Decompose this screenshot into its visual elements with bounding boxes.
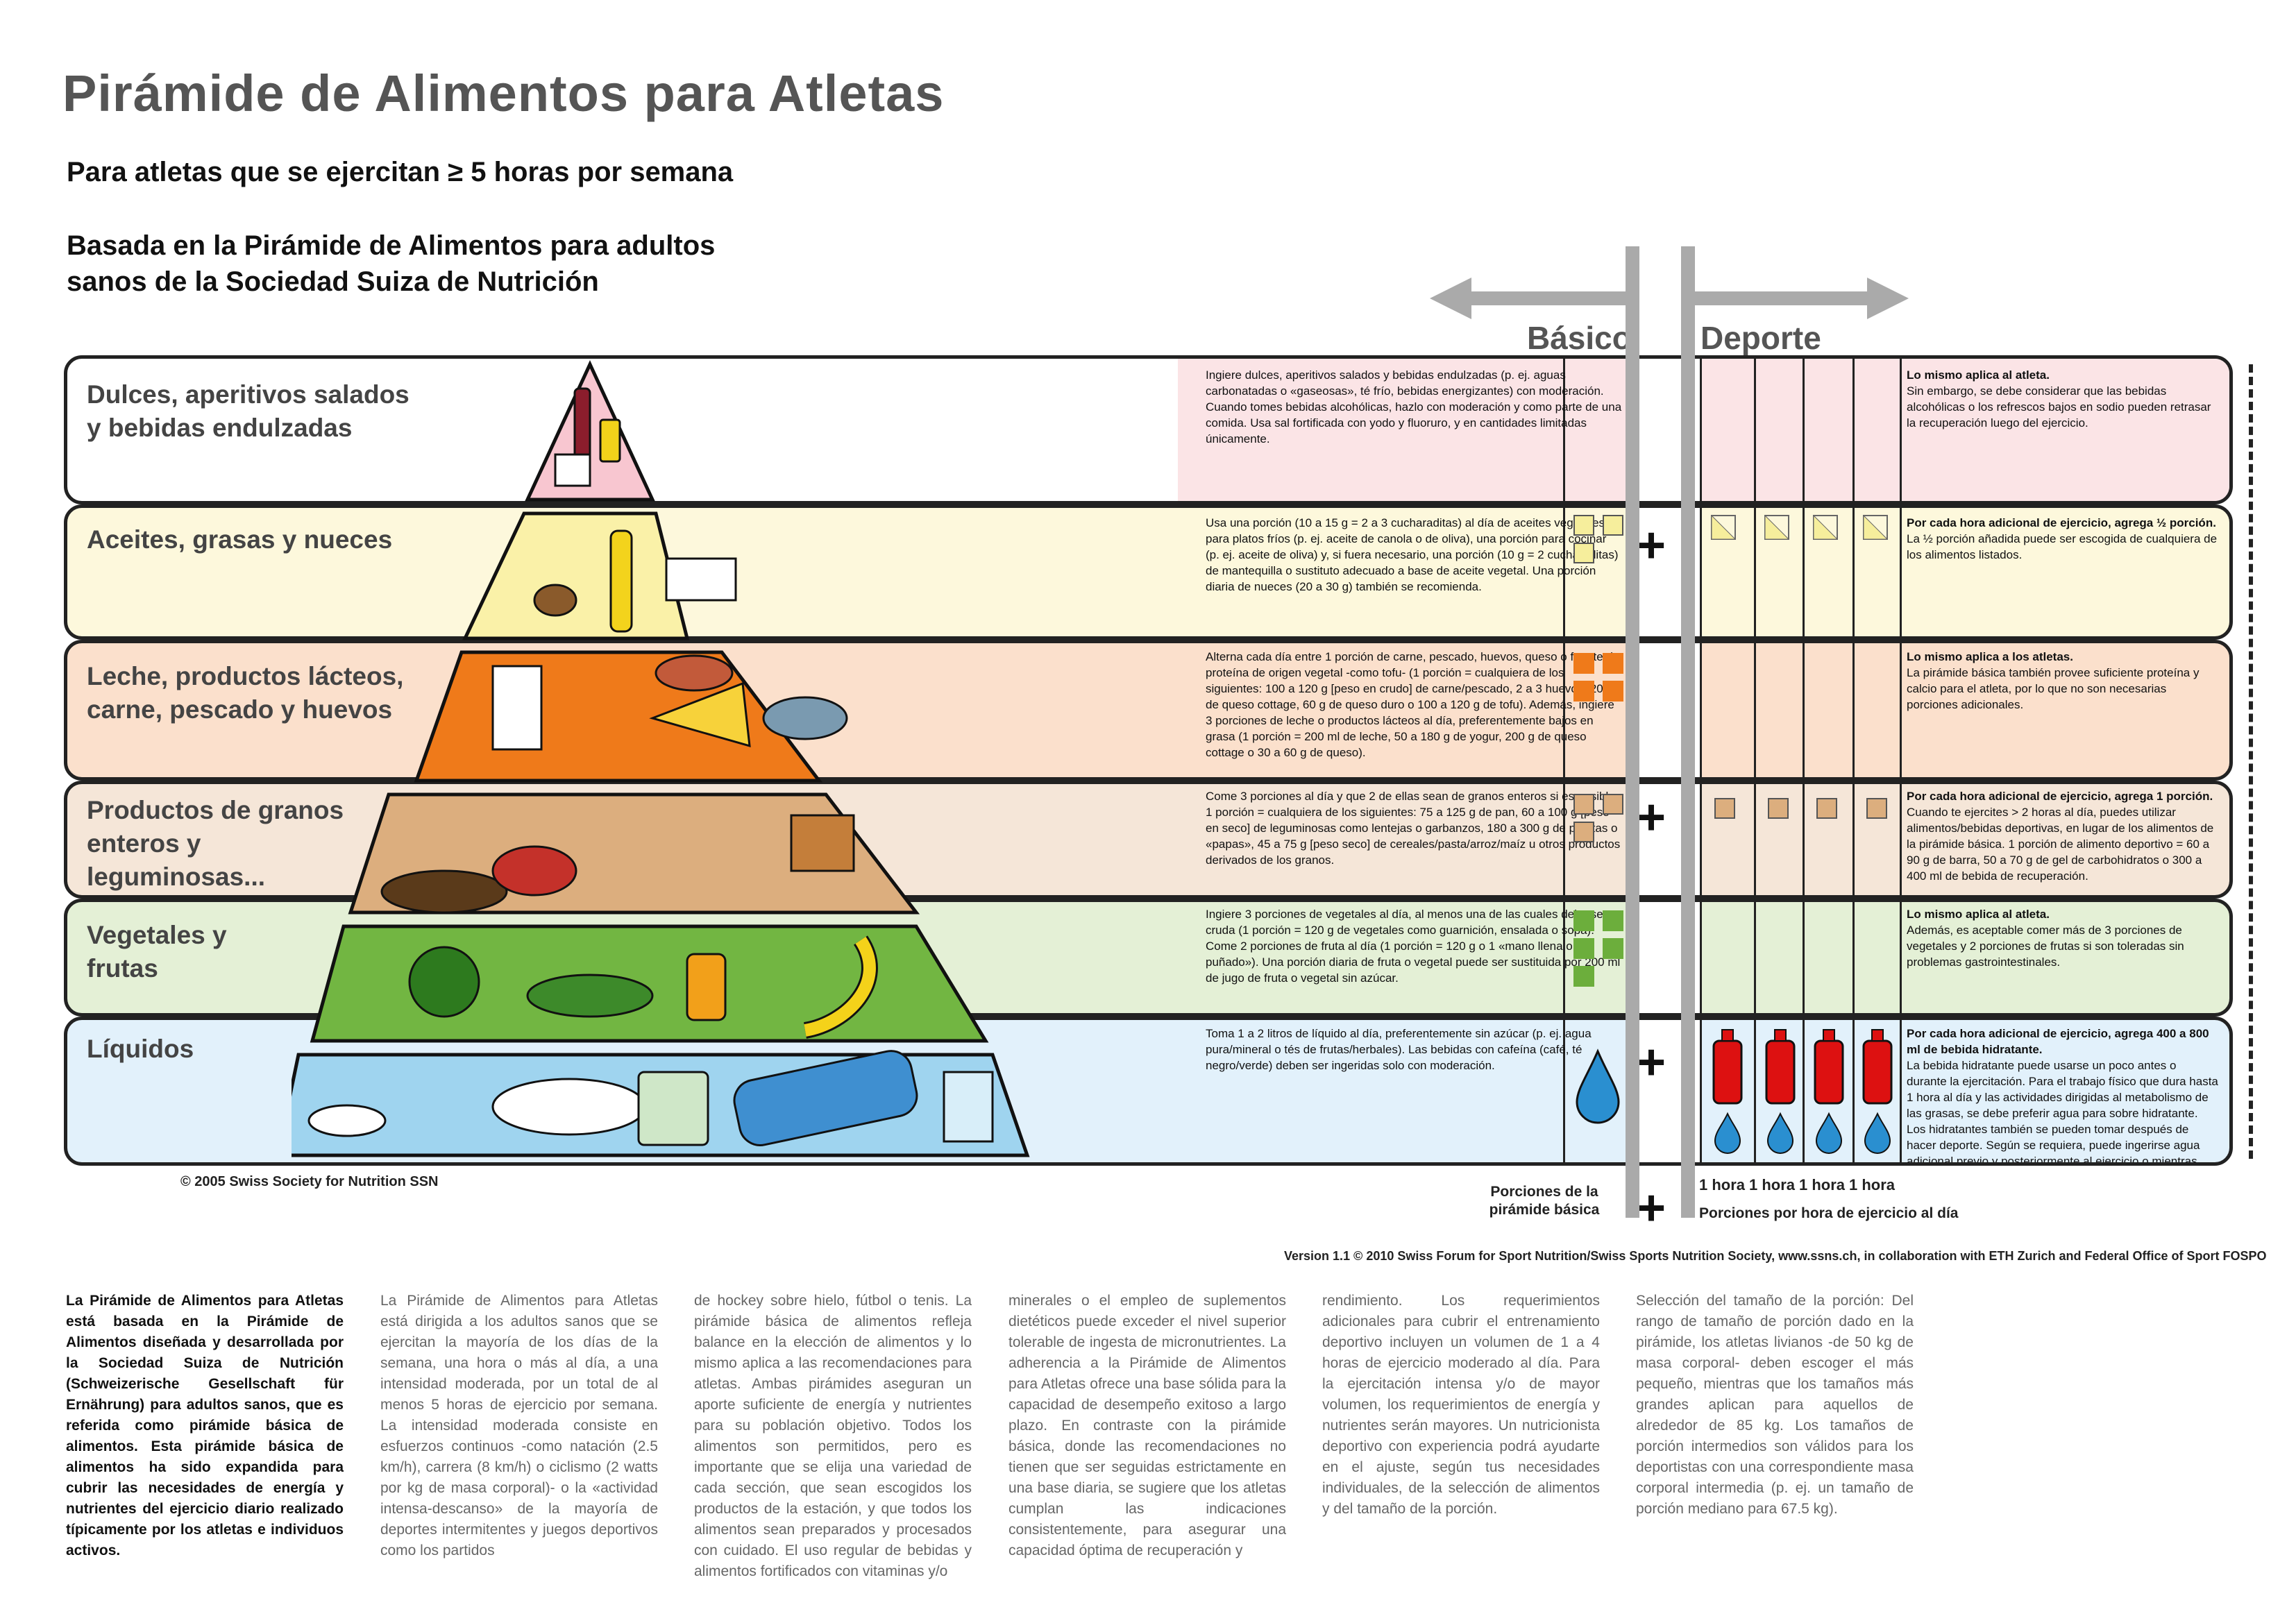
hour-label: 1 hora [1799,1176,1846,1193]
deporte-label: Deporte [1700,320,1821,356]
hour-label: 1 hora [1699,1176,1746,1193]
water-drop-icon [1576,1048,1620,1124]
plus-icon: + [1637,518,1666,573]
row-desc: Usa una porción (10 a 15 g = 2 a 3 cucha… [1206,516,1619,593]
row-desc: Toma 1 a 2 litros de líquido al día, pre… [1206,1027,1592,1072]
row-label: Líquidos [87,1035,194,1063]
divider-pole-left [1626,246,1639,1218]
sport-bottle-icon [1814,1029,1844,1154]
text-column-1: La Pirámide de Alimentos para Atletas es… [66,1293,344,1558]
divider-pole-right [1681,246,1695,1218]
plus-icon: + [1637,1035,1666,1090]
half-portion-icon [1813,515,1838,540]
portion-square [1573,794,1594,815]
text-column-6: Selección del tamaño de la porción: Del … [1636,1293,1914,1517]
row-aceites: Aceites, grasas y nueces Usa una porción… [64,504,2233,640]
sport-bottle-icon [1712,1029,1743,1154]
row-desc: Alterna cada día entre 1 porción de carn… [1206,650,1620,759]
sport-bottle-icon [1765,1029,1796,1154]
row-label: Aceites, grasas y nueces [87,525,393,554]
row-desc: Ingiere 3 porciones de vegetales al día,… [1206,908,1621,985]
row-side: Por cada hora adicional de ejercicio, ag… [1907,790,2214,883]
row-side: Por cada hora adicional de ejercicio, ag… [1907,516,2218,561]
row-desc: Ingiere dulces, aperitivos salados y beb… [1206,368,1622,445]
half-portion-icon [1711,515,1736,540]
porciones-hora: Porciones por hora de ejercicio al día [1699,1205,1959,1221]
text-column-5: rendimiento. Los requerimientos adiciona… [1322,1293,1600,1517]
basada-line-2: sanos de la Sociedad Suiza de Nutrición [67,266,599,297]
text-column-4: minerales o el empleo de suplementos die… [1008,1293,1286,1558]
portion-square [1603,515,1623,536]
text-column-3: de hockey sobre hielo, fútbol o tenis. L… [694,1293,972,1579]
portion-square [1573,938,1594,959]
portion-square [1603,938,1623,959]
page-subtitle: Para atletas que se ejercitan ≥ 5 horas … [67,157,734,187]
portion-square [1603,910,1623,931]
row-side: Por cada hora adicional de ejercicio, ag… [1907,1027,2218,1166]
plus-icon: + [1637,790,1666,845]
portion-square [1573,543,1594,563]
portion-square [1573,653,1594,674]
food-pyramid-illustration [292,360,1030,1157]
copyright: © 2005 Swiss Society for Nutrition SSN [180,1174,439,1189]
portion-square [1768,798,1789,819]
arrow-right-icon [1694,278,1909,319]
text-column-2: La Pirámide de Alimentos para Atletas es… [380,1293,658,1558]
portion-square [1603,653,1623,674]
portion-square [1603,794,1623,815]
row-side: Lo mismo aplica al atleta.Además, es ace… [1907,908,2184,969]
basico-label: Básico [1527,320,1632,356]
hour-label: 1 hora [1749,1176,1796,1193]
dashed-bracket [2235,364,2253,1159]
version-note: Version 1.1 © 2010 Swiss Forum for Sport… [1284,1249,2267,1263]
portion-square [1573,966,1594,987]
arrow-left-icon [1430,278,1638,319]
row-desc: Come 3 porciones al día y que 2 de ellas… [1206,790,1621,867]
portion-square [1603,681,1623,702]
half-portion-icon [1863,515,1888,540]
row-side: Lo mismo aplica al atleta.Sin embargo, s… [1907,368,2211,430]
portion-square [1714,798,1735,819]
portion-square [1816,798,1837,819]
portion-square [1573,515,1594,536]
portion-square [1573,910,1594,931]
page-title: Pirámide de Alimentos para Atletas [62,65,945,122]
row-label: Leche, productos lácteos,carne, pescado … [87,662,404,724]
half-portion-icon [1764,515,1789,540]
row-side: Lo mismo aplica a los atletas.La pirámid… [1907,650,2200,711]
portion-square [1866,798,1887,819]
basada-line-1: Basada en la Pirámide de Alimentos para … [67,230,716,261]
portion-square [1573,822,1594,842]
portion-square [1573,681,1594,702]
plus-icon: + [1637,1180,1666,1236]
hour-label: 1 hora [1849,1176,1896,1193]
sport-bottle-icon [1862,1029,1893,1154]
